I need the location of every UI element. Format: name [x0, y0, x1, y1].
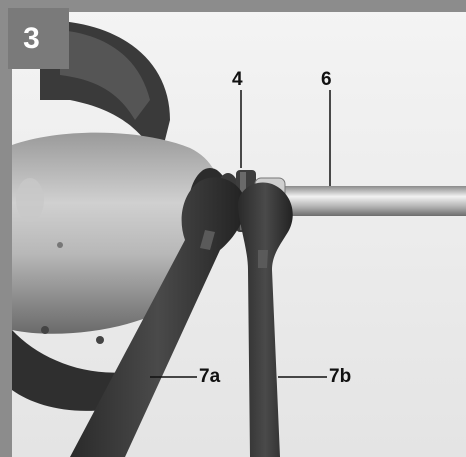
screw-2 — [96, 336, 104, 344]
screw-3 — [57, 242, 63, 248]
callout-wrench-a: 7a — [199, 366, 221, 387]
wrench-7b — [237, 182, 293, 457]
step-number-badge: 3 — [8, 8, 69, 69]
top-frame — [0, 0, 466, 12]
screw-1 — [41, 326, 49, 334]
callout-spindle-nut: 4 — [232, 69, 243, 90]
housing-reflection — [16, 178, 44, 222]
wrench-7a-marking — [200, 230, 215, 250]
left-frame — [0, 0, 12, 457]
step-number: 3 — [23, 22, 40, 55]
mixing-paddle-shaft — [255, 186, 466, 216]
callout-wrench-b: 7b — [329, 366, 352, 387]
handle-highlight — [60, 30, 150, 120]
callout-mixing-paddle: 6 — [321, 69, 332, 90]
wrench-7b-marking — [258, 250, 268, 268]
